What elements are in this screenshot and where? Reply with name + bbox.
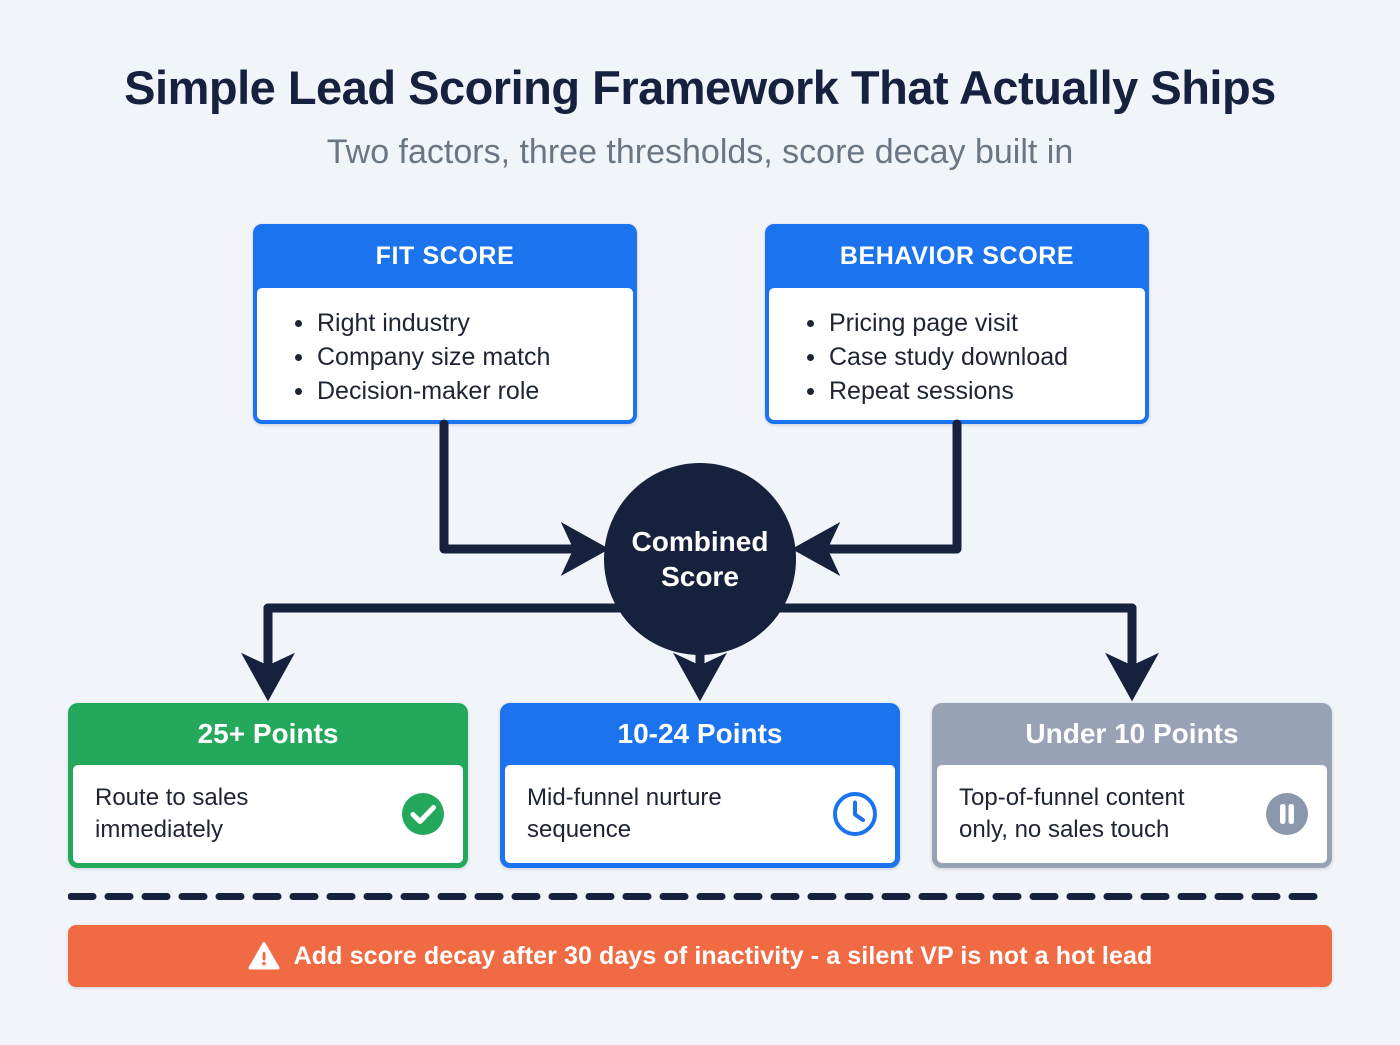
card-fit-score-body: Right industry Company size match Decisi…: [257, 288, 633, 420]
card-behavior-score-title: BEHAVIOR SCORE: [839, 242, 1075, 270]
check-circle-icon: [402, 793, 444, 835]
card-fit-score[interactable]: FIT SCORE Right industry Company size ma…: [253, 224, 637, 424]
pause-circle-icon: [1266, 793, 1308, 835]
combined-score-label: Combined Score: [631, 526, 769, 592]
card-result-high-body: Route to sales immediately: [73, 765, 463, 863]
section-divider: [68, 893, 1332, 900]
card-result-low-text: Top-of-funnel content only, no sales tou…: [959, 784, 1185, 843]
list-item: Right industry: [295, 306, 613, 340]
card-result-high-title: 25+ Points: [197, 718, 339, 749]
card-result-high-text: Route to sales immediately: [95, 784, 249, 843]
card-result-mid[interactable]: 10-24 Points Mid-funnel nurture sequence: [500, 703, 900, 868]
clock-icon: [833, 792, 877, 836]
page-title: Simple Lead Scoring Framework That Actua…: [124, 61, 1276, 114]
card-result-low[interactable]: Under 10 Points Top-of-funnel content on…: [932, 703, 1332, 868]
page-subtitle: Two factors, three thresholds, score dec…: [326, 133, 1074, 171]
card-result-mid-text: Mid-funnel nurture sequence: [527, 784, 722, 843]
list-item: Company size match: [295, 340, 613, 374]
card-result-mid-title: 10-24 Points: [617, 718, 783, 749]
score-decay-banner[interactable]: Add score decay after 30 days of inactiv…: [68, 925, 1332, 987]
card-result-high[interactable]: 25+ Points Route to sales immediately: [68, 703, 468, 868]
list-item: Decision-maker role: [295, 374, 613, 408]
card-fit-score-title: FIT SCORE: [375, 242, 515, 270]
combined-score-node[interactable]: Combined Score: [604, 463, 796, 655]
card-result-low-body: Top-of-funnel content only, no sales tou…: [937, 765, 1327, 863]
list-item: Repeat sessions: [807, 374, 1125, 408]
card-result-mid-body: Mid-funnel nurture sequence: [505, 765, 895, 863]
card-behavior-score-body: Pricing page visit Case study download R…: [769, 288, 1145, 420]
score-decay-banner-text: Add score decay after 30 days of inactiv…: [293, 941, 1153, 970]
wire-behavior-to-combined: [791, 419, 962, 576]
card-behavior-score[interactable]: BEHAVIOR SCORE Pricing page visit Case s…: [765, 224, 1149, 424]
card-result-low-title: Under 10 Points: [1025, 718, 1239, 749]
list-item: Pricing page visit: [807, 306, 1125, 340]
list-item: Case study download: [807, 340, 1125, 374]
warning-triangle-icon: [248, 942, 280, 970]
wire-fit-to-combined: [439, 419, 610, 576]
